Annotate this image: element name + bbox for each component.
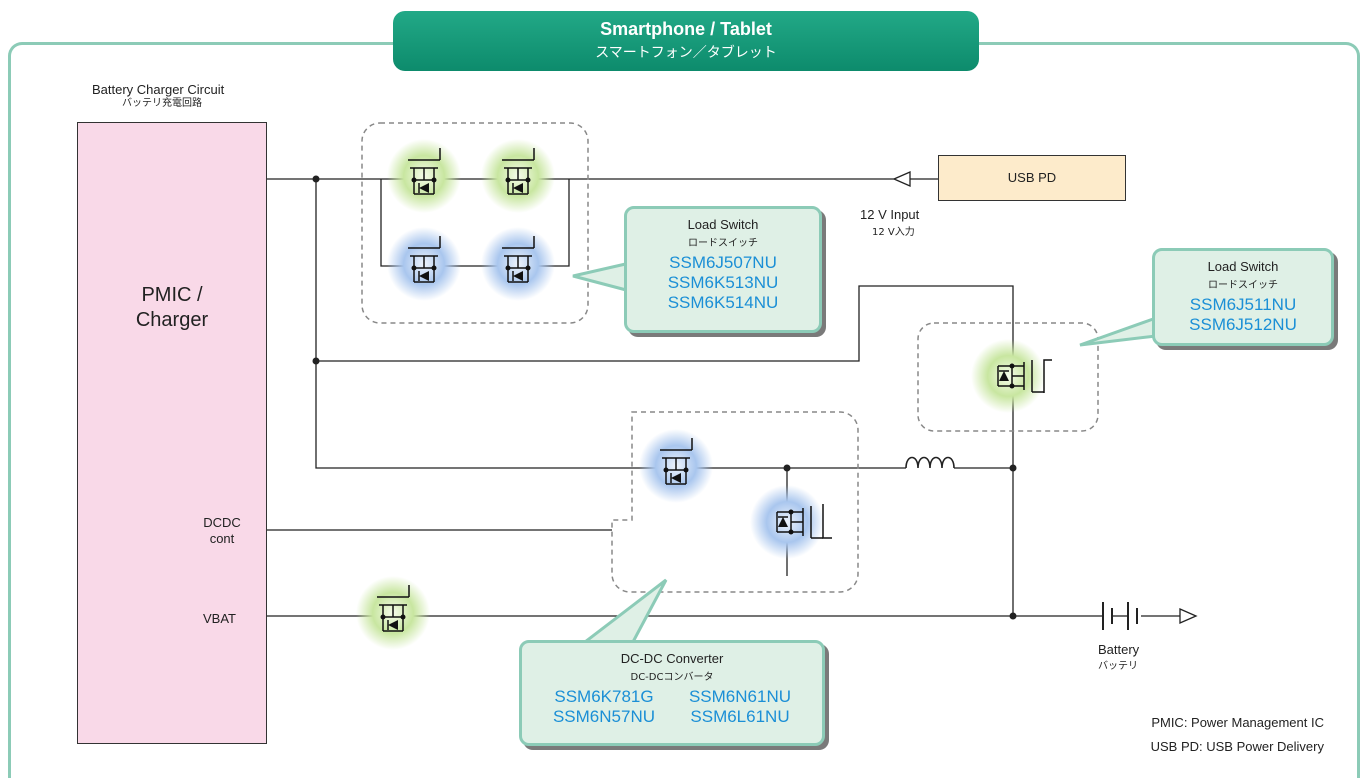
callout-title-jp: ロードスイッチ <box>688 238 758 249</box>
mosfet-green-2 <box>481 139 555 213</box>
battery-icon <box>1102 602 1138 630</box>
load-switch-callout-1: Load Switch ロードスイッチ SSM6J507NU SSM6K513N… <box>624 206 822 333</box>
pmic-block <box>77 122 267 744</box>
usb-pd-block: USB PD <box>938 155 1126 201</box>
dcdc-cont-pin-label: DCDC cont <box>202 515 242 547</box>
output-arrow-icon <box>1179 608 1198 624</box>
part-number: SSM6J511NU <box>1189 295 1297 314</box>
battery-label-jp: バッテリ <box>1098 661 1138 672</box>
mosfet-blue-dcdc-low <box>750 485 832 559</box>
mosfet-green-vbat <box>356 576 430 650</box>
part-number: SSM6J512NU <box>1189 315 1297 334</box>
abbreviation-notes: PMIC: Power Management IC USB PD: USB Po… <box>1151 711 1324 759</box>
pmic-label: PMIC / Charger <box>90 283 254 333</box>
part-number: SSM6N61NU <box>688 687 792 706</box>
dcdc-line1: DCDC <box>203 515 241 530</box>
inductor-icon <box>905 456 955 469</box>
part-number: SSM6N57NU <box>552 707 656 726</box>
part-number: SSM6K514NU <box>667 293 779 312</box>
battery-label: Battery <box>1098 642 1140 657</box>
pmic-label-line2: Charger <box>135 309 209 331</box>
callout-title: Load Switch <box>1207 259 1279 274</box>
pmic-label-line1: PMIC / <box>141 284 203 306</box>
callout-title-jp: ロードスイッチ <box>1208 280 1278 291</box>
callout-title: DC-DC Converter <box>620 651 724 666</box>
input-arrow-icon <box>892 171 911 187</box>
dcdc-line2: cont <box>209 531 235 546</box>
charger-circuit-label: Battery Charger Circuit <box>92 82 225 97</box>
charger-circuit-label-jp: バッテリ充電回路 <box>122 98 202 109</box>
part-number: SSM6L61NU <box>690 707 790 726</box>
dcdc-callout: DC-DC Converter DC-DCコンバータ SSM6K781G SSM… <box>519 640 825 746</box>
input-label-jp: 12 V入力 <box>872 227 915 238</box>
dashed-groups <box>361 122 1099 593</box>
callout-title: Load Switch <box>687 217 759 232</box>
callout-pointers <box>563 261 1158 657</box>
note-usbpd: USB PD: USB Power Delivery <box>1150 739 1324 754</box>
mosfet-blue-dcdc-high <box>639 429 713 503</box>
callout-title-jp: DC-DCコンバータ <box>630 672 714 683</box>
mosfet-green-1 <box>387 139 461 213</box>
mosfet-green-loadswitch <box>971 339 1052 413</box>
mosfet-blue-1 <box>387 227 461 301</box>
vbat-pin-label: VBAT <box>203 611 236 626</box>
note-pmic: PMIC: Power Management IC <box>1151 715 1324 730</box>
page-title: Smartphone / Tablet <box>600 19 772 39</box>
junction-dots <box>312 175 1017 620</box>
mosfet-blue-2 <box>481 227 555 301</box>
title-tab: Smartphone / Tablet スマートフォン／タブレット <box>393 11 979 71</box>
part-number: SSM6K513NU <box>667 273 779 292</box>
load-switch-callout-2: Load Switch ロードスイッチ SSM6J511NU SSM6J512N… <box>1152 248 1334 346</box>
part-number: SSM6J507NU <box>669 253 777 272</box>
input-label: 12 V Input <box>860 207 920 222</box>
part-number: SSM6K781G <box>554 687 654 706</box>
page-subtitle-jp: スマートフォン／タブレット <box>595 45 777 61</box>
